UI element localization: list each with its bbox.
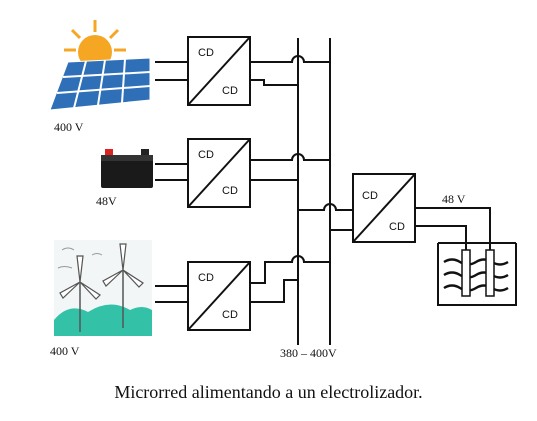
wire	[250, 153, 330, 161]
wire	[250, 79, 298, 86]
converter-label: CD	[222, 85, 238, 97]
converter-label: CD	[222, 185, 238, 197]
battery-icon	[101, 149, 153, 188]
electrode-left	[461, 249, 471, 297]
output-voltage-label: 48 V	[442, 192, 466, 206]
electrolyzer-contents	[443, 258, 509, 292]
solar-panel-icon	[49, 20, 151, 111]
wire	[250, 55, 330, 63]
converter-box	[187, 261, 251, 331]
solar-voltage-label: 400 V	[54, 120, 84, 134]
converter-box	[187, 36, 251, 106]
wire	[250, 279, 298, 303]
electrode-right	[485, 249, 495, 297]
electrolyzer-icon	[437, 243, 517, 306]
wire	[298, 203, 353, 211]
bus-voltage-label: 380 – 400V	[280, 346, 337, 360]
converter-label: CD	[389, 221, 405, 233]
wind-turbine-icon	[54, 240, 152, 336]
converter-label: CD	[222, 309, 238, 321]
figure-caption: Microrred alimentando a un electrolizado…	[114, 382, 423, 402]
converter-label: CD	[198, 272, 214, 284]
wire	[415, 207, 491, 295]
wire	[250, 255, 330, 284]
converter-label: CD	[198, 47, 214, 59]
wind-voltage-label: 400 V	[50, 344, 80, 358]
converter-box	[187, 138, 251, 208]
battery-voltage-label: 48V	[96, 194, 117, 208]
converter-label: CD	[362, 190, 378, 202]
converter-label: CD	[198, 149, 214, 161]
